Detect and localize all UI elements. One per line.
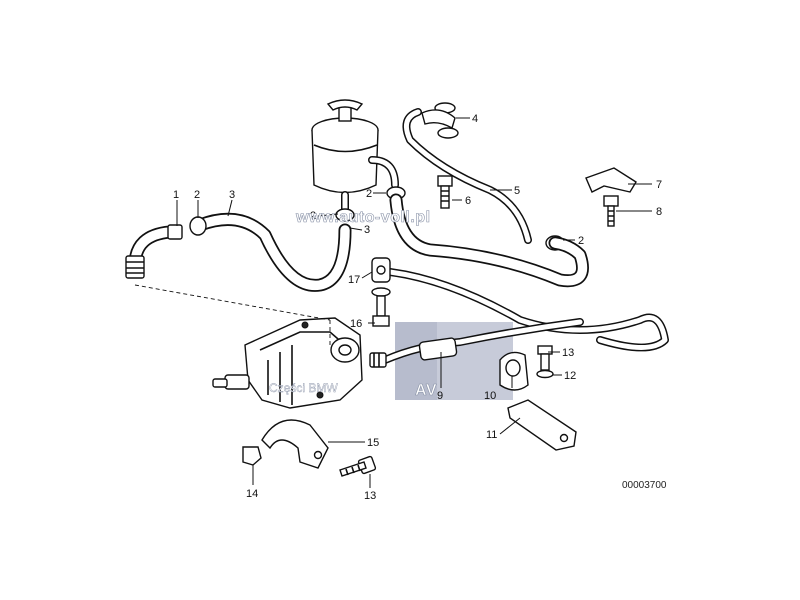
- callout-3: 3: [229, 189, 235, 201]
- elbow-fitting: [125, 224, 183, 279]
- callout-5: 5: [514, 185, 520, 197]
- reference-lines: [134, 284, 331, 345]
- callout-7: 7: [656, 179, 662, 191]
- pressure-line: [369, 268, 669, 368]
- leader-lines: [176, 117, 652, 488]
- watermark-logo-letters: AV: [415, 382, 437, 399]
- callout-2: 2: [194, 189, 200, 201]
- callout-13: 13: [364, 490, 376, 502]
- callout-14: 14: [246, 488, 258, 500]
- support-bracket: [507, 399, 577, 451]
- callout-6: 6: [465, 195, 471, 207]
- rubber-mount: [499, 345, 554, 391]
- callout-3: 3: [364, 224, 370, 236]
- suction-hose: [193, 212, 352, 292]
- mounting-bracket: [585, 167, 637, 227]
- watermark-site: www.auto-voll.pl: [295, 209, 431, 226]
- oil-reservoir: [311, 99, 399, 214]
- callout-2: 2: [366, 188, 372, 200]
- callout-16: 16: [350, 318, 362, 330]
- callout-17: 17: [348, 274, 360, 286]
- pipe-clamp: [242, 419, 377, 477]
- callout-4: 4: [472, 113, 478, 125]
- callout-2: 2: [310, 210, 316, 222]
- callout-15: 15: [367, 437, 379, 449]
- callout-10: 10: [484, 390, 496, 402]
- watermark-caption: Części BMW: [269, 381, 338, 395]
- callout-8: 8: [656, 206, 662, 218]
- callout-labels: 1 2 3 2 3 4 5 2 6 7 8 2 17 16 13 12 9 10…: [173, 113, 662, 502]
- callout-13: 13: [562, 347, 574, 359]
- callout-12: 12: [564, 370, 576, 382]
- banjo-bolt: [437, 175, 453, 209]
- return-pipe: [402, 102, 532, 244]
- drawing-code: 00003700: [622, 480, 667, 491]
- steering-pump: [212, 317, 363, 409]
- callout-2: 2: [578, 235, 584, 247]
- callout-9: 9: [437, 390, 443, 402]
- callout-11: 11: [486, 429, 497, 441]
- banjo-fitting: [371, 257, 391, 327]
- return-hose: [389, 193, 589, 288]
- callout-1: 1: [173, 189, 179, 201]
